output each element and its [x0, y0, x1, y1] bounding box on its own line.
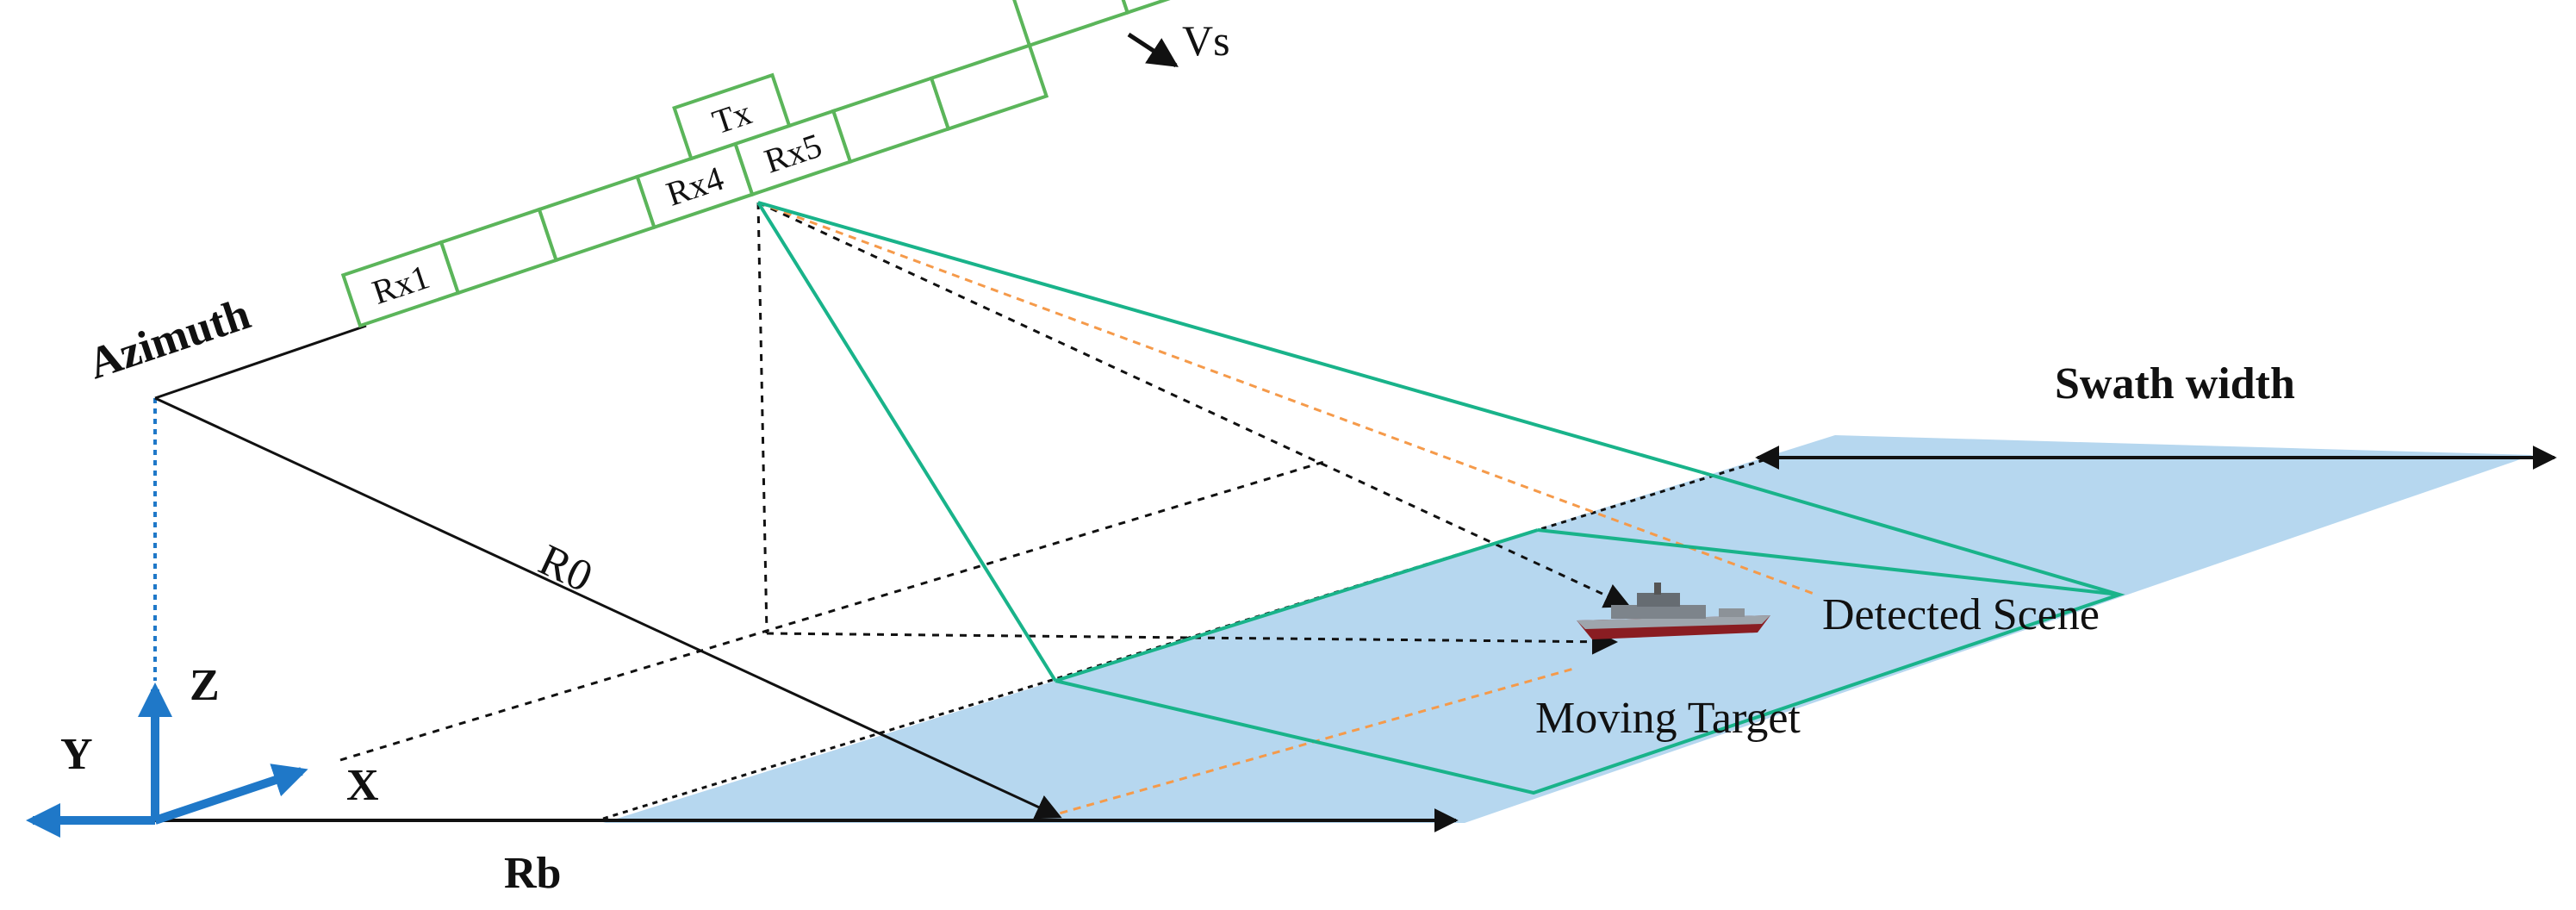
detected-scene-label: Detected Scene: [1822, 590, 2100, 639]
coordinate-axes: [26, 682, 308, 838]
swath-area: [603, 435, 2533, 823]
vs-velocity-arrow: [1127, 32, 1179, 68]
beam-footprint: [756, 201, 2125, 795]
antenna-element-1: Rx1: [340, 240, 461, 328]
dashed-nadir-vertical: [756, 202, 768, 634]
r0-label: R0: [532, 535, 600, 601]
dashed-line-x-axis: [339, 459, 1328, 762]
swath-width-label: Swath width: [2055, 359, 2295, 408]
axis-z-label: Z: [190, 661, 220, 710]
x-axis: [153, 764, 308, 825]
axis-x-label: X: [346, 761, 379, 810]
antenna-element-3: [537, 174, 656, 263]
azimuth-label: Azimuth: [83, 290, 257, 389]
antenna-element-tx: Tx: [672, 72, 792, 161]
antenna-element-6: [831, 76, 951, 165]
vs-label: Vs: [1182, 16, 1230, 65]
r0-slant-range: [154, 396, 1062, 820]
antenna-element-rxm: RxM: [1108, 0, 1229, 16]
ship-icon: [1577, 583, 1770, 639]
azimuth-track-line: [154, 324, 367, 400]
moving-target-label: Moving Target: [1535, 694, 1801, 743]
axis-y-label: Y: [60, 730, 93, 779]
rb-label: Rb: [504, 849, 561, 898]
orange-dashed-upper: [757, 201, 1817, 596]
antenna-element-4: Rx4: [635, 141, 755, 230]
antenna-element-2: [439, 207, 559, 296]
antenna-element-upper-1: [1010, 0, 1130, 48]
orange-dashed-lower: [1046, 666, 1577, 819]
antenna-element-7: [929, 43, 1049, 132]
dashed-los-to-ship: [757, 201, 1631, 608]
dashed-nadir-to-target: [766, 628, 1618, 655]
